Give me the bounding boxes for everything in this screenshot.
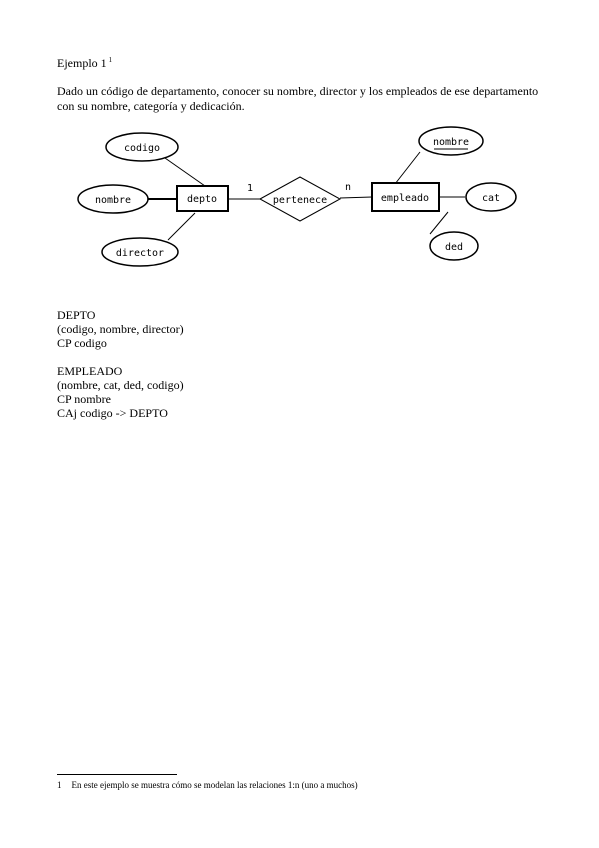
entity-empleado-box <box>371 182 440 212</box>
attribute-ded: ded <box>445 242 463 253</box>
relationship-pertenece-diamond <box>258 176 342 222</box>
attribute-nombre-empleado-ellipse <box>418 126 484 156</box>
attribute-cat-ellipse <box>465 182 517 212</box>
problem-statement: Dado un código de departamento, conocer … <box>57 84 539 113</box>
footnote-number: 1 <box>57 780 62 790</box>
link-nombre-empleado <box>394 151 421 185</box>
table-depto: DEPTO (codigo, nombre, director) CP codi… <box>57 308 184 350</box>
attribute-codigo-ellipse <box>105 132 179 162</box>
link-codigo-depto <box>164 157 206 187</box>
table-name: EMPLEADO <box>57 364 123 378</box>
cardinality-empleado: n <box>345 182 351 193</box>
attribute-nombre-empleado: nombre <box>433 137 469 148</box>
attribute-director-ellipse <box>101 237 179 267</box>
attribute-codigo: codigo <box>124 143 160 154</box>
entity-depto: depto <box>187 194 217 205</box>
cardinality-depto: 1 <box>247 183 253 194</box>
entity-empleado: empleado <box>381 193 429 204</box>
link-director-depto <box>167 212 196 241</box>
attribute-nombre-ellipse <box>77 184 149 214</box>
table-attributes: (codigo, nombre, director) <box>57 322 184 336</box>
attribute-cat: cat <box>482 193 500 204</box>
heading-text: Ejemplo 1 <box>57 56 107 70</box>
attribute-ded-ellipse <box>429 231 479 261</box>
footnote-reference: 1 <box>108 56 113 64</box>
link-ded-empleado <box>429 211 449 235</box>
attribute-nombre-depto: nombre <box>95 195 131 206</box>
footnote-text: En este ejemplo se muestra cómo se model… <box>71 780 358 790</box>
table-attributes: (nombre, cat, ded, codigo) <box>57 378 184 392</box>
table-empleado: EMPLEADO (nombre, cat, ded, codigo) CP n… <box>57 364 184 420</box>
relationship-pertenece: pertenece <box>273 195 327 206</box>
table-name: DEPTO <box>57 308 96 322</box>
primary-key: CP codigo <box>57 336 107 350</box>
footnote: 1 En este ejemplo se muestra cómo se mode… <box>57 780 358 790</box>
footnote-separator <box>57 774 177 775</box>
entity-depto-box <box>176 185 229 212</box>
link-pertenece-empleado <box>339 196 373 199</box>
er-diagram: codigo nombre director depto pertenece 1… <box>77 126 517 267</box>
attribute-director: director <box>116 248 164 259</box>
foreign-key: CAj codigo -> DEPTO <box>57 406 168 420</box>
primary-key: CP nombre <box>57 392 111 406</box>
